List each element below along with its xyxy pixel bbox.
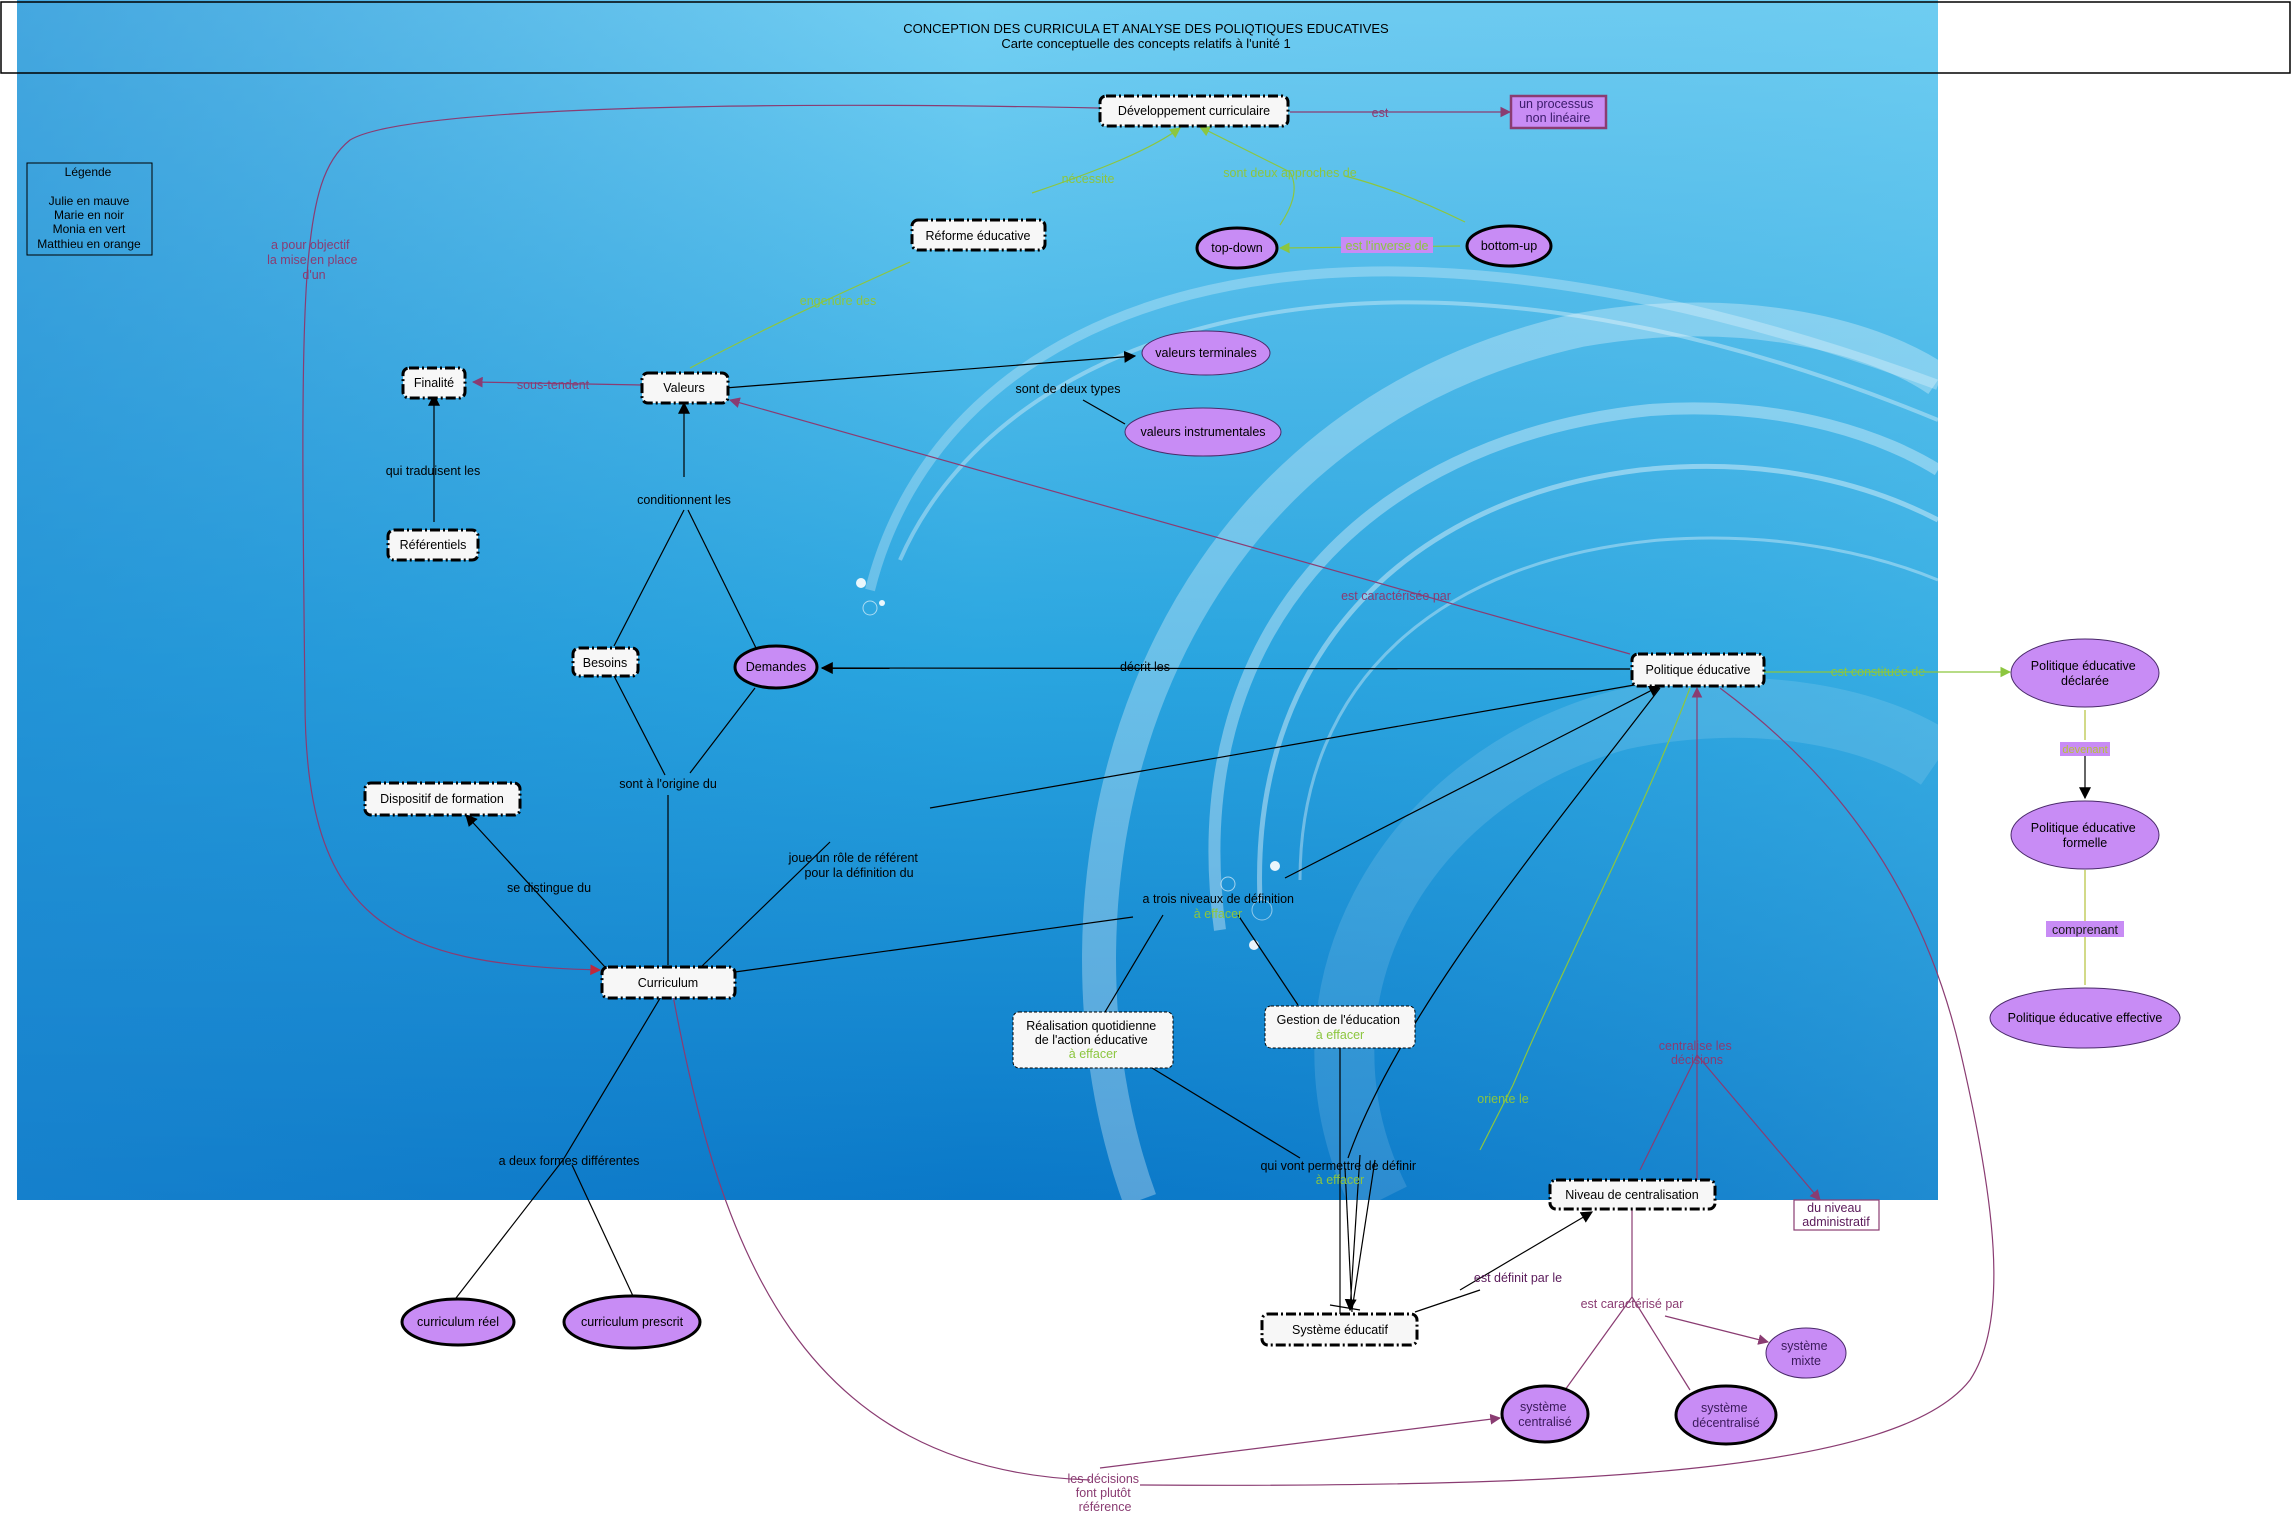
link-label-conditionnent: conditionnent les [637, 493, 731, 507]
node-finalite[interactable]: Finalité [401, 366, 467, 400]
node-label: valeurs terminales [1155, 346, 1256, 360]
node-label: Dispositif de formation [380, 792, 504, 806]
link-label-traduisent: qui traduisent les [386, 464, 481, 478]
link-label-decrit: décrit les [1120, 660, 1170, 674]
link-label-caracterisee: est caractérisée par [1341, 589, 1451, 603]
node-label: valeurs instrumentales [1140, 425, 1265, 439]
node-top-down[interactable]: top-down [1195, 226, 1279, 270]
node-systeme-mixte[interactable]: système mixte [1765, 1327, 1847, 1379]
link-label-necessite: nécessite [1062, 172, 1115, 186]
node-label: système décentralisé [1692, 1401, 1759, 1430]
node-label: Référentiels [400, 538, 467, 552]
node-label: Demandes [746, 660, 806, 674]
node-label: Système éducatif [1292, 1323, 1388, 1337]
legend-line: Julie en mauve [49, 194, 130, 208]
link-label-referent: joue un rôle de référent pour la définit… [788, 851, 922, 880]
node-label: top-down [1211, 241, 1262, 255]
link-label-permettre: qui vont permettre de définir à effacer [1260, 1159, 1419, 1187]
link-label-constituee: est constituée de [1831, 665, 1926, 679]
link-label-engendre: engendre des [800, 294, 876, 308]
node-valeurs-terminales[interactable]: valeurs terminales [1141, 330, 1271, 376]
node-curriculum-reel[interactable]: curriculum réel [400, 1297, 516, 1347]
nodes: Développement curriculaire un processus … [363, 94, 1880, 1347]
node-label: système centralisé [1518, 1400, 1572, 1429]
node-besoins[interactable]: Besoins [571, 646, 640, 678]
node-label: Réforme éducative [926, 229, 1031, 243]
node-label: du niveau administratif [1802, 1201, 1870, 1229]
legend-line: Matthieu en orange [37, 237, 141, 251]
link-label-sous-tendent: sous-tendent [517, 378, 590, 392]
node-label: Niveau de centralisation [1565, 1188, 1698, 1202]
node-politique-educative[interactable]: Politique éducative [1630, 652, 1766, 688]
node-gestion-education[interactable]: Gestion de l'éducation à effacer [1264, 1005, 1416, 1049]
node-label: Valeurs [663, 381, 704, 395]
node-systeme-centralise[interactable]: système centralisé [1500, 1384, 1590, 1444]
link-label-trois-niveaux: a trois niveaux de définition à effacer [1143, 892, 1298, 921]
node-label: Besoins [583, 656, 627, 670]
link-label-origine: sont à l'origine du [619, 777, 717, 791]
node-processus-non-lineaire[interactable]: un processus non linéaire [1509, 94, 1608, 130]
node-developpement-curriculaire[interactable]: Développement curriculaire [1098, 94, 1290, 128]
node-demandes[interactable]: Demandes [733, 644, 819, 690]
node-valeurs[interactable]: Valeurs [640, 371, 730, 405]
node-label: Politique éducative formelle [2031, 821, 2139, 850]
node-niveau-administratif[interactable]: du niveau administratif [1793, 1199, 1880, 1231]
link-label-deux-approches: sont deux approches de [1223, 166, 1356, 180]
node-systeme-educatif[interactable]: Système éducatif [1260, 1312, 1419, 1347]
link-label-pour-objectif: a pour objectif la mise en place d'un [267, 238, 361, 282]
header: CONCEPTION DES CURRICULA ET ANALYSE DES … [0, 1, 2291, 74]
page-subtitle: Carte conceptuelle des concepts relatifs… [1001, 36, 1290, 51]
background [17, 0, 1956, 1214]
legend-line: Monia en vert [53, 222, 126, 236]
node-label: Politique éducative déclarée [2031, 659, 2139, 688]
node-label: un processus non linéaire [1519, 97, 1597, 125]
node-label: Finalité [414, 376, 454, 390]
node-curriculum[interactable]: Curriculum [600, 965, 737, 1000]
legend-line: Marie en noir [54, 208, 124, 222]
node-curriculum-prescrit[interactable]: curriculum prescrit [562, 1294, 702, 1350]
node-niveau-centralisation[interactable]: Niveau de centralisation [1548, 1178, 1717, 1211]
node-label: Gestion de l'éducation à effacer [1277, 1013, 1404, 1042]
link-label-devenant: devenant [2062, 744, 2107, 756]
legend-title: Légende [65, 165, 112, 179]
node-politique-effective[interactable]: Politique éducative effective [1989, 987, 2181, 1049]
legend: Légende Julie en mauve Marie en noir Mon… [26, 162, 153, 256]
link-label-comprenant: comprenant [2052, 923, 2119, 937]
node-label: système mixte [1781, 1339, 1831, 1368]
link-label-definit-par: est définit par le [1474, 1271, 1562, 1285]
link-label-deux-formes: a deux formes différentes [499, 1154, 640, 1168]
node-politique-formelle[interactable]: Politique éducative formelle [2010, 800, 2160, 870]
node-label: curriculum réel [417, 1315, 499, 1329]
link-label-inverse: est l'inverse de [1346, 239, 1429, 253]
link-labels: est nécessite sont deux approches de est… [267, 106, 2124, 1514]
page-title: CONCEPTION DES CURRICULA ET ANALYSE DES … [903, 21, 1389, 36]
ellipse-nodes: top-down bottom-up valeurs terminales va… [400, 224, 2181, 1446]
link-label-distingue: se distingue du [507, 881, 591, 895]
node-label: curriculum prescrit [581, 1315, 684, 1329]
node-label: Curriculum [638, 976, 698, 990]
node-label: bottom-up [1481, 239, 1537, 253]
node-reforme-educative[interactable]: Réforme éducative [910, 218, 1047, 252]
node-dispositif-formation[interactable]: Dispositif de formation [363, 781, 522, 817]
node-label: Politique éducative [1646, 663, 1751, 677]
link-label-oriente: oriente le [1477, 1092, 1528, 1106]
link-label-caracterise-par: est caractérisé par [1581, 1297, 1684, 1311]
node-label: Réalisation quotidienne de l'action éduc… [1026, 1019, 1159, 1061]
node-valeurs-instrumentales[interactable]: valeurs instrumentales [1124, 407, 1282, 457]
node-realisation-quotidienne[interactable]: Réalisation quotidienne de l'action éduc… [1012, 1011, 1174, 1069]
node-bottom-up[interactable]: bottom-up [1465, 224, 1553, 268]
node-referentiels[interactable]: Référentiels [386, 528, 480, 562]
link-label-centralise: centralise les décisions [1659, 1039, 1735, 1067]
link-label-est: est [1372, 106, 1389, 120]
connectors [302, 104, 2091, 1486]
node-politique-declaree[interactable]: Politique éducative déclarée [2010, 638, 2160, 708]
node-systeme-decentralise[interactable]: système décentralisé [1674, 1384, 1778, 1446]
node-label: Développement curriculaire [1118, 104, 1270, 118]
node-label: Politique éducative effective [2008, 1011, 2163, 1025]
link-label-decisions: les décisions font plutôt référence [1067, 1472, 1142, 1514]
link-label-deux-types: sont de deux types [1016, 382, 1121, 396]
